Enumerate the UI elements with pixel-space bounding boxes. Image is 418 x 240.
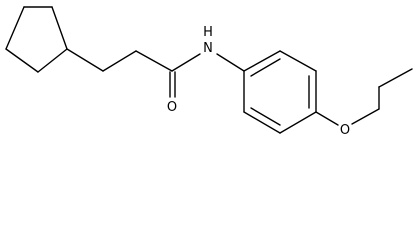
amide-nitrogen: N H bbox=[171, 25, 245, 72]
chain-bond-1 bbox=[66, 48, 104, 72]
chain-bond-2 bbox=[102, 50, 137, 72]
benzene-double-bond-3 bbox=[250, 107, 281, 126]
carbonyl-oxygen-label: O bbox=[167, 100, 177, 115]
ether-bond-ring-o bbox=[315, 111, 339, 126]
carbonyl-group: O bbox=[167, 71, 177, 115]
benzene-double-bond-1 bbox=[250, 58, 281, 77]
ethyl-terminal-bond bbox=[378, 68, 413, 88]
amide-bond-c-n bbox=[171, 53, 201, 72]
ethoxy-group: O bbox=[315, 68, 413, 138]
benzene-ring bbox=[243, 50, 317, 134]
benzene-bond-2 bbox=[279, 50, 317, 72]
chain-bond-3 bbox=[135, 50, 173, 72]
alkyl-chain bbox=[66, 48, 173, 72]
ring-bond-4 bbox=[5, 48, 39, 73]
ring-bond-3 bbox=[37, 48, 68, 73]
ether-oxygen-label: O bbox=[340, 123, 350, 138]
benzene-bond-1 bbox=[243, 50, 281, 72]
nitrogen-label: N bbox=[203, 41, 213, 56]
ring-bond-5 bbox=[5, 6, 25, 50]
molecule-diagram: O N H O bbox=[5, 6, 413, 138]
ether-bond-o-ch2 bbox=[351, 108, 380, 125]
benzene-bond-4 bbox=[279, 111, 317, 134]
nitrogen-hydrogen-label: H bbox=[203, 25, 213, 40]
ring-bond-2 bbox=[51, 6, 68, 50]
benzene-bond-5 bbox=[243, 111, 281, 134]
cyclopentane-ring bbox=[5, 6, 68, 73]
structure-canvas: O N H O bbox=[5, 6, 413, 138]
amide-bond-n-ring bbox=[216, 53, 245, 72]
